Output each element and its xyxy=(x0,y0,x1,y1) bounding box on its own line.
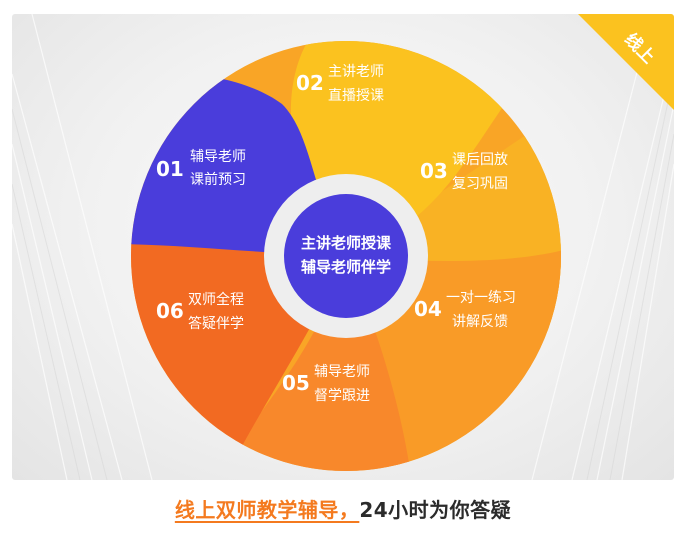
corner-badge-shape xyxy=(578,14,674,110)
caption-highlight: 线上双师教学辅导， xyxy=(174,498,360,522)
segment-03-line-1: 课后回放 xyxy=(452,152,508,168)
segment-02-line-2: 直播授课 xyxy=(328,87,384,104)
segment-02-line-1: 主讲老师 xyxy=(328,64,384,80)
segment-05-line-2: 督学跟进 xyxy=(314,388,370,404)
segment-01-line-1: 辅导老师 xyxy=(190,149,246,165)
segment-06-number: 06 xyxy=(156,299,184,323)
segment-01-number: 01 xyxy=(156,157,184,181)
segment-06-line-1: 双师全程 xyxy=(188,291,244,308)
center-line-1: 主讲老师授课 xyxy=(301,234,392,252)
segment-05-line-1: 辅导老师 xyxy=(314,364,370,380)
process-wheel: 主讲老师授课 辅导老师伴学 01 辅导老师 课前预习 02 主讲老师 直播授课 … xyxy=(131,41,561,471)
diagram-panel: 线上 xyxy=(12,14,674,480)
segment-06-line-2: 答疑伴学 xyxy=(188,315,244,332)
segment-05-number: 05 xyxy=(282,371,310,395)
segment-01-line-2: 课前预习 xyxy=(190,171,246,188)
center-circle xyxy=(284,194,408,318)
center-line-2: 辅导老师伴学 xyxy=(301,258,391,276)
caption: 线上双师教学辅导，24小时为你答疑 xyxy=(0,494,686,523)
segment-04-line-1: 一对一练习 xyxy=(446,290,516,306)
background-rays xyxy=(12,14,674,480)
segment-03-line-2: 复习巩固 xyxy=(452,175,508,192)
caption-rest: 24小时为你答疑 xyxy=(359,498,512,522)
corner-badge: 线上 xyxy=(578,14,674,110)
segment-03-number: 03 xyxy=(420,159,448,183)
segment-04-number: 04 xyxy=(414,297,442,321)
segment-02-number: 02 xyxy=(296,71,324,95)
segment-04-line-2: 讲解反馈 xyxy=(452,314,508,330)
